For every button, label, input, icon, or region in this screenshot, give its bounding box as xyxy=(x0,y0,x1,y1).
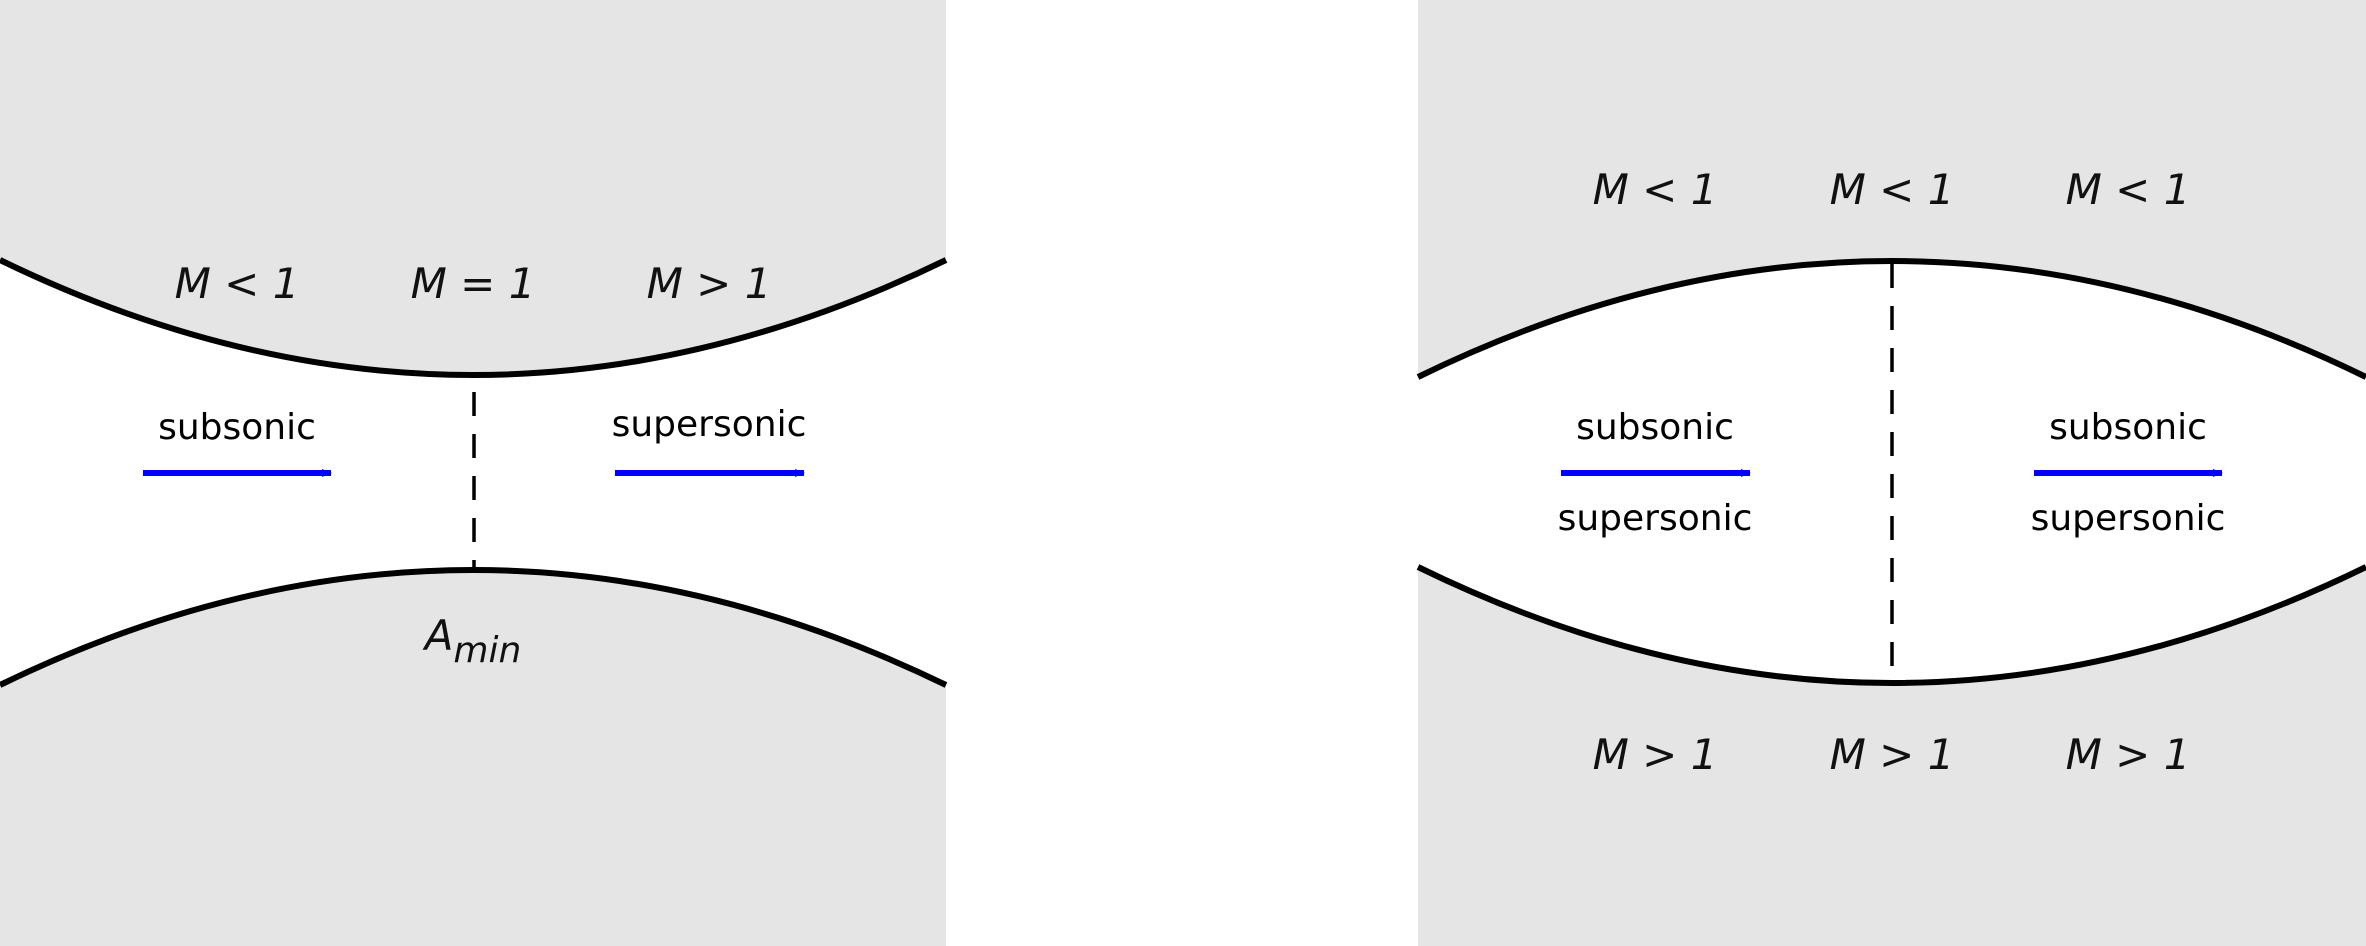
diffuser-bottom-mach-label-left: M > 1 xyxy=(1593,730,1718,779)
diffuser-lower-wall-line xyxy=(1416,564,2366,686)
diffuser-bottom-mach-label-middle: M > 1 xyxy=(1830,730,1955,779)
diffuser-right-flow-label-lower: supersonic xyxy=(2031,498,2226,539)
throat-area-symbol: A xyxy=(422,611,454,660)
diffuser-upper-wall-line xyxy=(1416,258,2366,380)
nozzle-mach-label-throat: M = 1 xyxy=(411,259,536,308)
diffuser-panel: M < 1 M < 1 M < 1 M > 1 M > 1 M > 1 subs… xyxy=(1416,0,2366,946)
diffuser-left-flow-label-lower: supersonic xyxy=(1558,498,1753,539)
nozzle-upper-wall-region xyxy=(0,0,946,375)
diffuser-top-mach-label-left: M < 1 xyxy=(1593,165,1718,214)
diffuser-top-mach-label-right: M < 1 xyxy=(2066,165,2191,214)
diffuser-bottom-mach-label-right: M > 1 xyxy=(2066,730,2191,779)
diffuser-top-mach-label-middle: M < 1 xyxy=(1830,165,1955,214)
nozzle-mach-label-outlet: M > 1 xyxy=(647,259,772,308)
nozzle-outlet-flow-label: supersonic xyxy=(612,404,807,445)
nozzle-inlet-flow-label: subsonic xyxy=(158,407,316,448)
diffuser-lower-wall-region xyxy=(1418,567,2366,946)
throat-area-subscript: min xyxy=(453,630,521,671)
nozzle-lower-wall-line xyxy=(0,567,948,688)
nozzle-mach-label-inlet: M < 1 xyxy=(175,259,300,308)
nozzle-upper-wall-line xyxy=(0,257,948,378)
nozzle-lower-wall-region xyxy=(0,570,946,946)
diffuser-upper-wall-region xyxy=(1418,0,2366,377)
nozzle-panel: M < 1 M = 1 M > 1 subsonic supersonic Am… xyxy=(0,0,948,946)
nozzle-throat-area-label: Amin xyxy=(422,611,522,671)
diffuser-left-flow-label-upper: subsonic xyxy=(1576,407,1734,448)
diffuser-right-flow-label-upper: subsonic xyxy=(2049,407,2207,448)
